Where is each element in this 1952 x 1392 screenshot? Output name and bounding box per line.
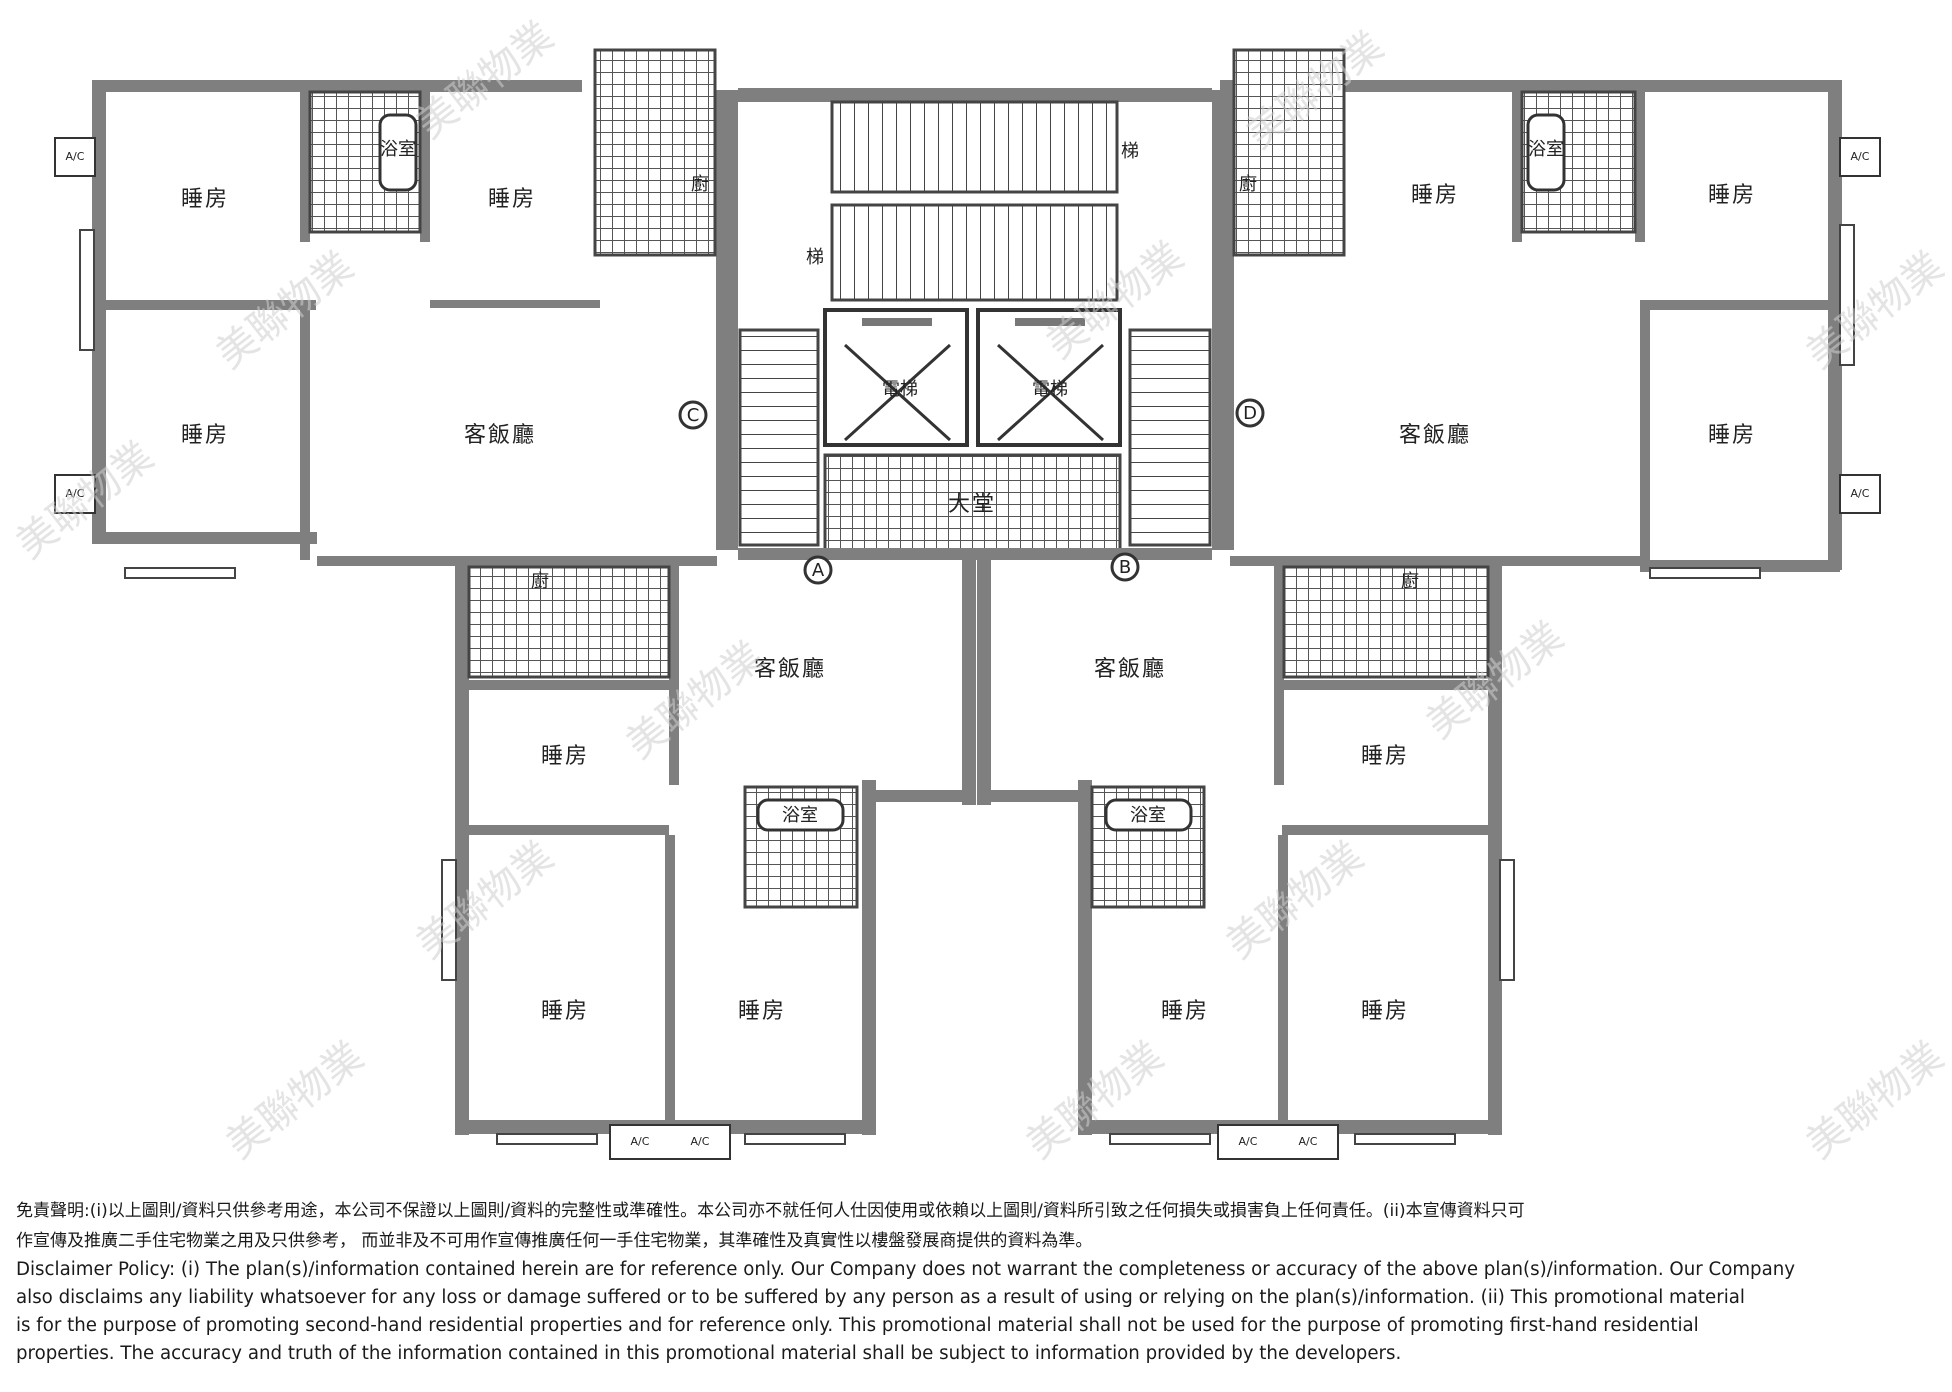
bedroom-d-3-label: 睡房 bbox=[1708, 423, 1756, 448]
floor-plan: 浴室 廚 睡房 睡房 睡房 客飯廳 C A/C A/C 浴室 廚 睡房 睡房 睡… bbox=[8, 13, 1952, 1168]
ac-label-c-1: A/C bbox=[66, 150, 85, 163]
watermark-13: 美聯物業 bbox=[1798, 1033, 1952, 1168]
living-dining-a-label: 客飯廳 bbox=[754, 657, 826, 682]
lift-right-label: 電梯 bbox=[1032, 379, 1068, 400]
ac-label-d-2: A/C bbox=[1851, 487, 1870, 500]
bathroom-d-label: 浴室 bbox=[1528, 139, 1564, 160]
bathroom-b-label: 浴室 bbox=[1130, 805, 1166, 826]
flat-b: 廚 浴室 客飯廳 睡房 睡房 睡房 B A/C A/C bbox=[977, 552, 1515, 1160]
bedroom-b-1-label: 睡房 bbox=[1361, 744, 1409, 769]
watermark-1: 美聯物業 bbox=[8, 433, 162, 568]
kitchen-d-label: 廚 bbox=[1239, 173, 1257, 195]
bathroom-a-label: 浴室 bbox=[782, 805, 818, 826]
lift-left-label: 電梯 bbox=[882, 379, 918, 400]
stair-left-label: 梯 bbox=[806, 247, 824, 268]
bedroom-d-1-label: 睡房 bbox=[1411, 183, 1459, 208]
bedroom-d-2-label: 睡房 bbox=[1708, 183, 1756, 208]
living-dining-d-label: 客飯廳 bbox=[1399, 423, 1471, 448]
flat-a: 廚 浴室 客飯廳 睡房 睡房 睡房 A A/C A/C bbox=[441, 555, 976, 1160]
bedroom-a-2-label: 睡房 bbox=[541, 999, 589, 1024]
bedroom-b-3-label: 睡房 bbox=[1161, 999, 1209, 1024]
kitchen-a-label: 廚 bbox=[531, 570, 549, 592]
disclaimer-english-line-3: is for the purpose of promoting second-h… bbox=[16, 1315, 1699, 1336]
watermark-12: 美聯物業 bbox=[1018, 1033, 1172, 1168]
disclaimer: 免責聲明:(i)以上圖則/資料只供參考用途，本公司不保證以上圖則/資料的完整性或… bbox=[16, 1196, 1936, 1368]
disclaimer-english-line-4: properties. The accuracy and truth of th… bbox=[16, 1343, 1402, 1364]
living-dining-c-label: 客飯廳 bbox=[464, 423, 536, 448]
flat-c: 浴室 廚 睡房 睡房 睡房 客飯廳 C A/C A/C bbox=[54, 48, 738, 579]
disclaimer-chinese-line-1: 免責聲明:(i)以上圖則/資料只供參考用途，本公司不保證以上圖則/資料的完整性或… bbox=[16, 1201, 1525, 1221]
watermark-11: 美聯物業 bbox=[218, 1033, 372, 1168]
kitchen-b-label: 廚 bbox=[1401, 570, 1419, 592]
flat-d-marker: D bbox=[1243, 403, 1257, 424]
flat-b-marker: B bbox=[1119, 557, 1131, 578]
flat-a-marker: A bbox=[812, 560, 825, 581]
disclaimer-chinese-line-2: 作宣傳及推廣二手住宅物業之用及只供參考， 而並非及不可用作宣傳推廣任何一手住宅物… bbox=[16, 1231, 1093, 1251]
ac-label-b-2: A/C bbox=[1299, 1135, 1318, 1148]
living-dining-b-label: 客飯廳 bbox=[1094, 657, 1166, 682]
flat-d: 浴室 廚 睡房 睡房 睡房 客飯廳 D A/C A/C bbox=[1212, 48, 1881, 579]
kitchen-c-label: 廚 bbox=[691, 173, 709, 195]
bedroom-c-1-label: 睡房 bbox=[181, 187, 229, 212]
watermark-10: 美聯物業 bbox=[1218, 833, 1372, 968]
lobby-label: 大堂 bbox=[948, 492, 996, 517]
ac-label-b-1: A/C bbox=[1239, 1135, 1258, 1148]
bedroom-b-2-label: 睡房 bbox=[1361, 999, 1409, 1024]
disclaimer-english-line-1: Disclaimer Policy: (i) The plan(s)/infor… bbox=[16, 1259, 1796, 1280]
watermark-4: 美聯物業 bbox=[208, 243, 362, 378]
flat-c-marker: C bbox=[687, 405, 700, 426]
bedroom-c-3-label: 睡房 bbox=[181, 423, 229, 448]
bathroom-c-label: 浴室 bbox=[380, 139, 416, 160]
ac-label-a-2: A/C bbox=[691, 1135, 710, 1148]
central-core: 梯 梯 電梯 電梯 大堂 bbox=[738, 88, 1212, 560]
bedroom-a-3-label: 睡房 bbox=[738, 999, 786, 1024]
watermark-9: 美聯物業 bbox=[408, 833, 562, 968]
ac-label-d-1: A/C bbox=[1851, 150, 1870, 163]
watermark-6: 美聯物業 bbox=[1798, 243, 1952, 378]
stair-right-label: 梯 bbox=[1121, 141, 1139, 162]
disclaimer-english-line-2: also disclaims any liability whatsoever … bbox=[16, 1287, 1745, 1308]
ac-label-a-1: A/C bbox=[631, 1135, 650, 1148]
bedroom-c-2-label: 睡房 bbox=[488, 187, 536, 212]
ac-label-c-2: A/C bbox=[66, 487, 85, 500]
bedroom-a-1-label: 睡房 bbox=[541, 744, 589, 769]
